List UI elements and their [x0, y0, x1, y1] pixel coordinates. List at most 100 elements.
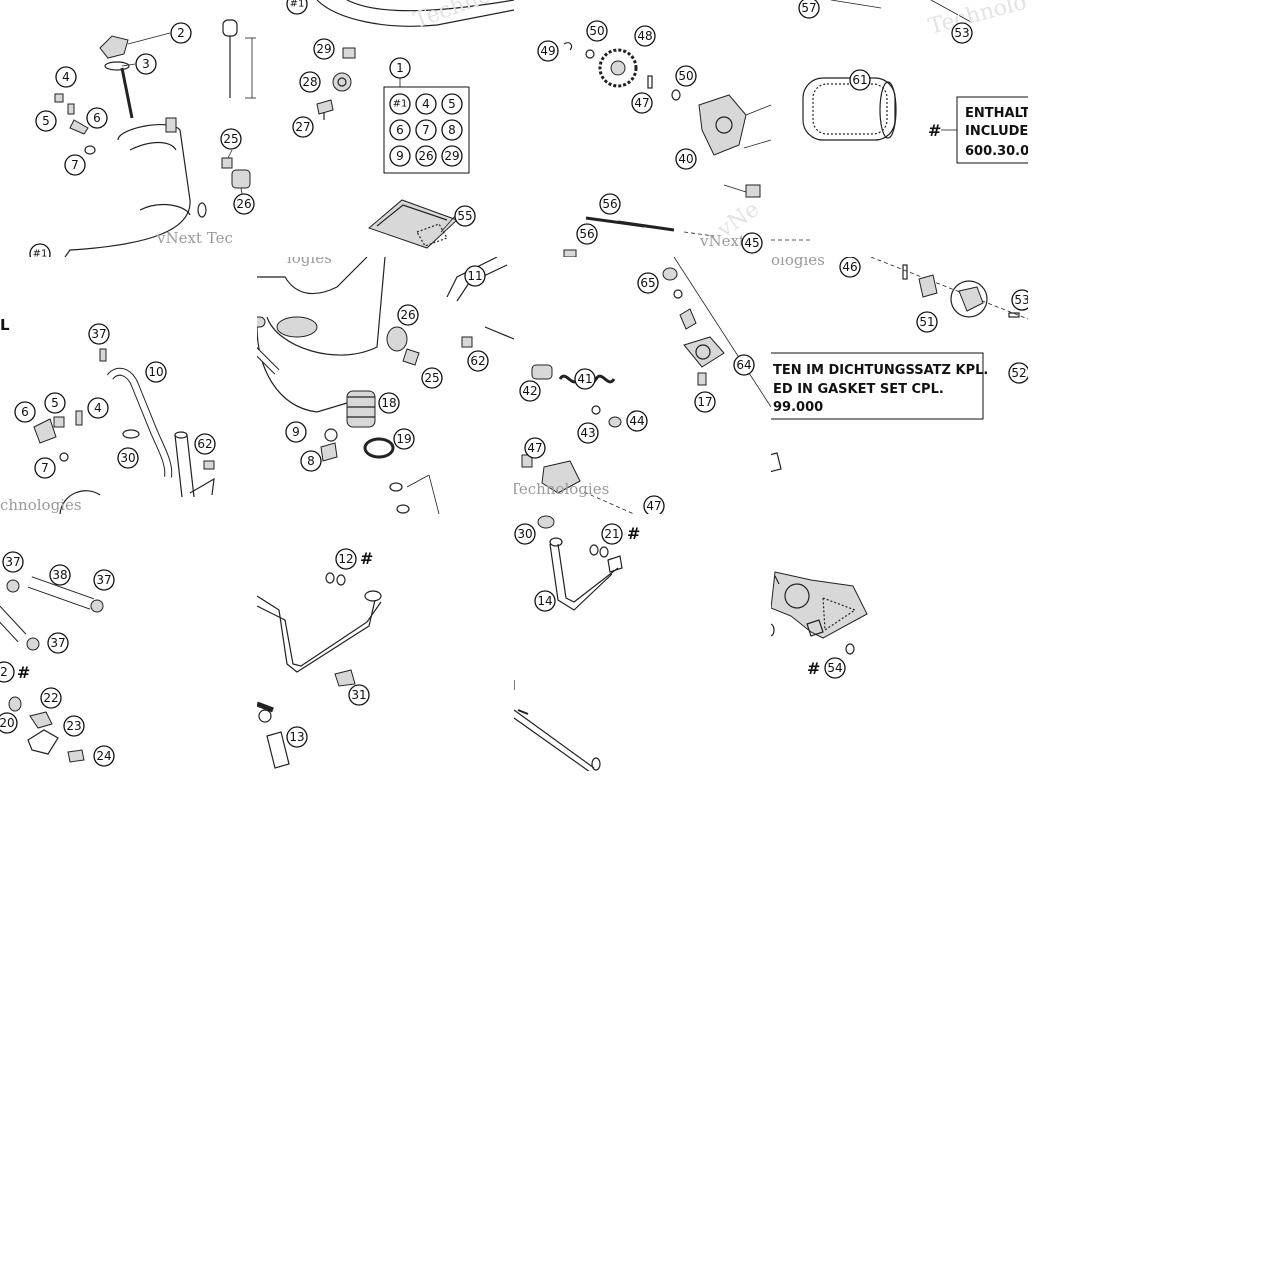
callout: 51 [916, 311, 938, 333]
svg-text:37: 37 [91, 327, 106, 341]
diagram-tile-gasket-note: ologies TEN IM DICHTUNGSSATZ KPL. ED IN … [771, 257, 1028, 514]
tile-svg: L chnologies 37 10 5 4 6 7 30 62 [0, 316, 216, 514]
oil-pipe-inner [557, 543, 619, 603]
o-ring [389, 482, 403, 492]
plug-seal [231, 169, 251, 189]
oil-pipe-long [514, 717, 590, 771]
leader-line [127, 32, 171, 45]
callout: 52 [1008, 362, 1028, 384]
tile-svg: Technologies 65 64 17 41 42 43 44 47 15 … [514, 257, 771, 514]
pin [774, 575, 780, 585]
pump-rotor [541, 460, 581, 494]
callout: 56 [599, 193, 621, 215]
diagram-tile-oil-pipe: # 12 31 13 [257, 514, 514, 771]
callout: 22 [40, 687, 62, 709]
callout: 10 [145, 361, 167, 383]
pipe-segment [257, 701, 274, 713]
svg-text:42: 42 [522, 384, 537, 398]
diagram-tile-suction-pump: # 54 [771, 514, 1028, 771]
screw [67, 749, 85, 763]
cover-bore [695, 344, 711, 360]
svg-text:37: 37 [50, 636, 65, 650]
oil-screen [368, 199, 458, 249]
drain-plug [402, 348, 420, 366]
hose-bracket [189, 477, 215, 496]
svg-text:49: 49 [540, 44, 555, 58]
svg-text:6: 6 [396, 123, 404, 137]
svg-text:17: 17 [697, 395, 712, 409]
seal [662, 267, 678, 281]
kit-item: #1 [389, 93, 411, 115]
oil-pump-housing [698, 94, 747, 156]
callout: 27 [292, 116, 314, 138]
pin [517, 709, 529, 715]
svg-text:12: 12 [338, 552, 353, 566]
edge-label: L [0, 316, 10, 334]
svg-text:48: 48 [637, 29, 652, 43]
svg-text:1: 1 [396, 61, 404, 75]
svg-text:26: 26 [400, 308, 415, 322]
watermark-text: Technologies [514, 480, 609, 498]
svg-text:50: 50 [678, 69, 693, 83]
note-line-de: ENTHALT [965, 106, 1028, 121]
svg-text:#1: #1 [393, 99, 408, 110]
screw [75, 410, 83, 426]
svg-text:26: 26 [418, 149, 433, 163]
pipe-end [591, 757, 601, 771]
grommet-hole [337, 77, 347, 87]
bolt [617, 220, 675, 232]
dipstick [120, 67, 134, 119]
callout: 53 [951, 22, 973, 44]
svg-text:64: 64 [736, 358, 751, 372]
drain-plug-seal [386, 326, 408, 352]
callout: 61 [849, 69, 871, 91]
svg-text:29: 29 [444, 149, 459, 163]
note-line-en: INCLUDE [965, 124, 1028, 139]
bolt-head [563, 249, 577, 257]
hash-marker: # [627, 524, 640, 543]
bushing [8, 696, 22, 712]
tank-outline [266, 257, 386, 356]
tile-svg: # 54 [771, 571, 868, 679]
note-line-en: ED IN GASKET SET CPL. [773, 382, 944, 397]
clip [342, 47, 356, 59]
callout: 53 [1011, 289, 1028, 311]
svg-text:45: 45 [744, 236, 759, 250]
leader-line [830, 0, 882, 9]
svg-text:65: 65 [640, 276, 655, 290]
tank-hole [197, 202, 207, 218]
assembly-line [583, 491, 635, 514]
leader-line [227, 149, 233, 159]
callout: 8 [300, 450, 322, 472]
oil-pipe-outer [257, 595, 376, 673]
gear-hub [610, 60, 626, 76]
callout: 57 [798, 0, 820, 19]
callout: 45 [741, 232, 763, 254]
svg-text:2: 2 [0, 665, 8, 679]
circlip [563, 42, 573, 51]
callout: 12 [335, 548, 357, 570]
hose-end-inner [257, 348, 279, 374]
svg-text:8: 8 [448, 123, 456, 137]
tile-svg: vNext vNe 49 50 48 50 47 40 56 56 45 [537, 20, 771, 257]
kit-item: 4 [415, 93, 437, 115]
assembly-line [683, 231, 715, 237]
svg-text:#1: #1 [290, 0, 305, 10]
kit-item: 7 [415, 119, 437, 141]
o-ring [396, 504, 410, 514]
svg-text:28: 28 [302, 75, 317, 89]
tank-neck [276, 316, 318, 338]
callout: 7 [34, 457, 56, 479]
svg-text:5: 5 [51, 396, 59, 410]
diagram-tile-hose-clamps: # 37 38 37 37 22 23 20 24 2 [0, 514, 257, 771]
callout: 64 [733, 354, 755, 376]
callout: 37 [88, 323, 110, 345]
callout: 2 [170, 22, 192, 44]
washer [671, 89, 681, 101]
hose-inner [0, 606, 26, 642]
callout: 50 [675, 65, 697, 87]
leader-line [406, 474, 430, 488]
callout: 2 [0, 661, 15, 683]
svg-text:3: 3 [142, 57, 150, 71]
